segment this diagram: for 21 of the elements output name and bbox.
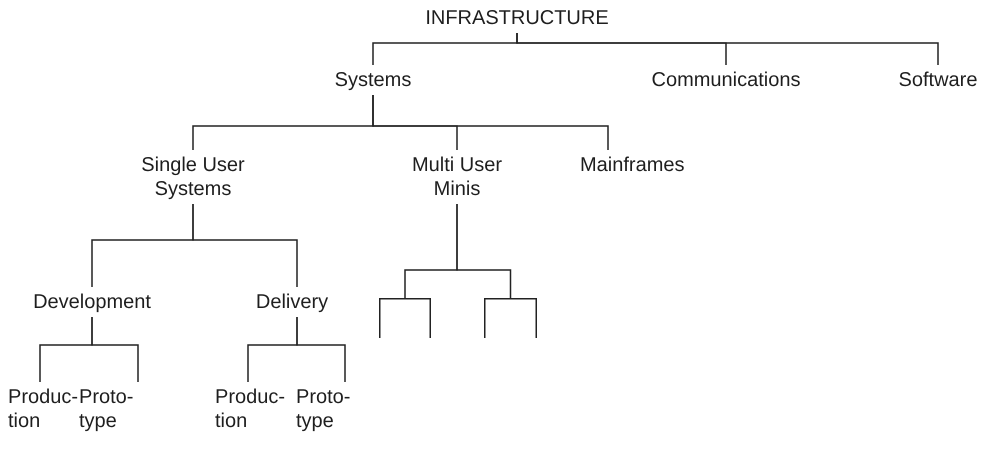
tree-node-label: Produc- tion <box>8 385 78 433</box>
tree-node-label: Single User Systems <box>123 153 263 201</box>
tree-node-label: Mainframes <box>580 153 684 177</box>
tree-node-label: Multi User Minis <box>397 153 517 201</box>
tree-node-label: INFRASTRUCTURE <box>425 6 609 30</box>
tree-node-label: Systems <box>334 68 412 92</box>
tree-node-label: Proto- type <box>79 385 134 433</box>
connector-line <box>296 317 346 382</box>
connector-line <box>91 317 139 382</box>
tree-node-label: Communications <box>652 68 800 92</box>
connector-line <box>516 33 939 65</box>
connector-line <box>456 204 512 298</box>
empty-fork-drawing <box>379 298 431 338</box>
tree-node-label: Proto- type <box>296 385 350 433</box>
connector-line <box>372 95 609 150</box>
tree-node-label: Produc- tion <box>215 385 286 433</box>
empty-fork-drawing <box>484 298 537 338</box>
tree-node-label: Delivery <box>256 290 328 314</box>
tree-node-label: Software <box>898 68 978 92</box>
tree-node-label: Development <box>33 290 151 314</box>
connector-line <box>192 204 298 287</box>
